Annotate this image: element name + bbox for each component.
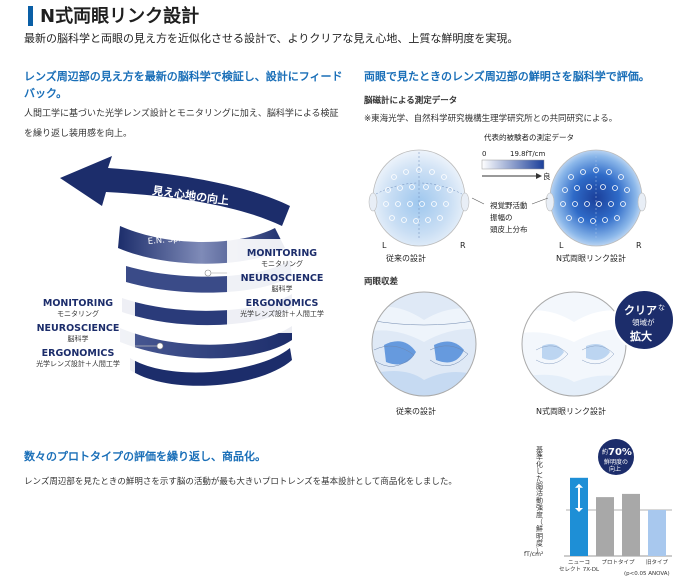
callout-line3: 向上: [609, 465, 621, 473]
chart-callout: [598, 439, 634, 475]
meg-head-maps: L R L R 代表的被験者の測定データ 0 19.8fT/cm 良 視覚野活動…: [368, 132, 647, 250]
ergonomics-jp-label: 光学レンズ設計＋人間工学: [240, 310, 324, 318]
spiral-band: [120, 326, 292, 359]
head-right-L: L: [559, 241, 564, 250]
neuroscience-label: NEUROSCIENCE: [240, 273, 324, 284]
bubble-line3: 拡大: [630, 329, 652, 343]
fusion-maps: クリア な 領域が 拡大: [371, 290, 675, 397]
bottom-section-heading: 数々のプロトタイプの評価を繰り返し、商品化。: [24, 450, 266, 463]
ergonomics-jp-label: 光学レンズ設計＋人間工学: [36, 360, 120, 368]
spiral-labels-upper: MONITORING モニタリング NEUROSCIENCE 脳科学 ERGON…: [228, 240, 336, 332]
callout-line2: 鮮明度の: [604, 458, 628, 466]
fusion-caption-n-design: N式両眼リンク設計: [536, 407, 606, 416]
scale-max: 19.8fT/cm: [510, 150, 546, 158]
neuroscience-jp-label: 脳科学: [271, 285, 293, 293]
page-title: N式両眼リンク設計: [40, 6, 200, 27]
spiral-labels-lower: MONITORING モニタリング NEUROSCIENCE 脳科学 ERGON…: [22, 292, 134, 384]
left-section-heading: レンズ周辺部の見え方を最新の脳科学で検証し、設計にフィードバック。: [24, 70, 343, 100]
callout-value: 70%: [608, 447, 632, 458]
research-note: ※東海光学、自然科学研究機構生理学研究所との共同研究による。: [364, 114, 618, 124]
chart-arrow-head: [575, 508, 583, 512]
fusion-circle-conventional: [371, 291, 477, 397]
bottom-section-body: レンズ周辺部を見たときの鮮明さを示す脳の活動が最も大きいプロトレンズを基本設計と…: [24, 477, 457, 487]
meg-subhead: 脳磁計による測定データ: [364, 96, 458, 106]
title-accent-bar: [28, 6, 33, 26]
scale-title: 代表的被験者の測定データ: [484, 132, 574, 142]
chart-x-label: セレクト 7X-DL: [559, 566, 600, 573]
chart-stat-note: (p<0.05 ANOVA): [624, 571, 670, 577]
left-section-body: 人間工学に基づいた光学レンズ設計とモニタリングに加え、脳科学による検証を繰り返し…: [24, 109, 339, 139]
head-right-R: R: [636, 241, 642, 250]
clear-area-bubble: [613, 290, 675, 351]
monitoring-label: MONITORING: [246, 248, 318, 259]
bubble-line1: クリア: [624, 304, 657, 317]
chart-bar: [596, 497, 614, 556]
head-left-L: L: [382, 241, 387, 250]
leader-dot: [156, 342, 164, 350]
scale-min: 0: [482, 150, 486, 158]
right-section-heading: 両眼で見たときのレンズ周辺部の鮮明さを脳科学で評価。: [364, 70, 650, 83]
center-label-1: 視覚野活動: [490, 200, 528, 210]
head-left-R: R: [460, 241, 466, 250]
caption-n-design: N式両眼リンク設計: [556, 254, 626, 263]
scale-good: 良: [543, 171, 551, 181]
chart-x-label: ニューコ: [568, 559, 590, 566]
monitoring-jp-label: モニタリング: [261, 260, 303, 268]
ergonomics-label: ERGONOMICS: [245, 298, 319, 309]
chart-arrow-head: [575, 483, 583, 488]
chart-bar: [622, 493, 640, 556]
chart-ylabel: 基準化した脳活動強度（鮮明度）: [536, 445, 543, 555]
fusion-caption-conventional: 従来の設計: [396, 407, 436, 416]
leader-dot: [204, 269, 212, 277]
chart-bar: [570, 477, 588, 556]
chart-yunit: fT/cm²: [524, 551, 544, 558]
spiral-band: [130, 348, 292, 386]
scale-bar: [481, 159, 545, 170]
chart-x-label: プロトタイプ: [601, 558, 635, 566]
neuroscience-label: NEUROSCIENCE: [36, 323, 120, 334]
chart-x-label: 旧タイプ: [646, 558, 669, 566]
fusion-title: 両眼収差: [364, 277, 399, 287]
monitoring-jp-label: モニタリング: [57, 310, 99, 318]
monitoring-label: MONITORING: [42, 298, 114, 309]
caption-conventional: 従来の設計: [386, 254, 426, 263]
bubble-line1b: な: [658, 304, 665, 312]
callout-prefix: 約: [602, 448, 608, 456]
bubble-line2: 領域が: [632, 317, 655, 327]
chart-bar: [648, 510, 666, 556]
center-label-3: 頭皮上分布: [490, 224, 528, 234]
page-subtitle: 最新の脳科学と両眼の見え方を近似化させる設計で、よりクリアな見え心地、上質な鮮明…: [24, 32, 519, 45]
improvement-arrow: [60, 156, 290, 226]
center-label-2: 振幅の: [490, 212, 513, 222]
ergonomics-label: ERGONOMICS: [41, 348, 115, 359]
neuroscience-jp-label: 脳科学: [67, 335, 89, 343]
